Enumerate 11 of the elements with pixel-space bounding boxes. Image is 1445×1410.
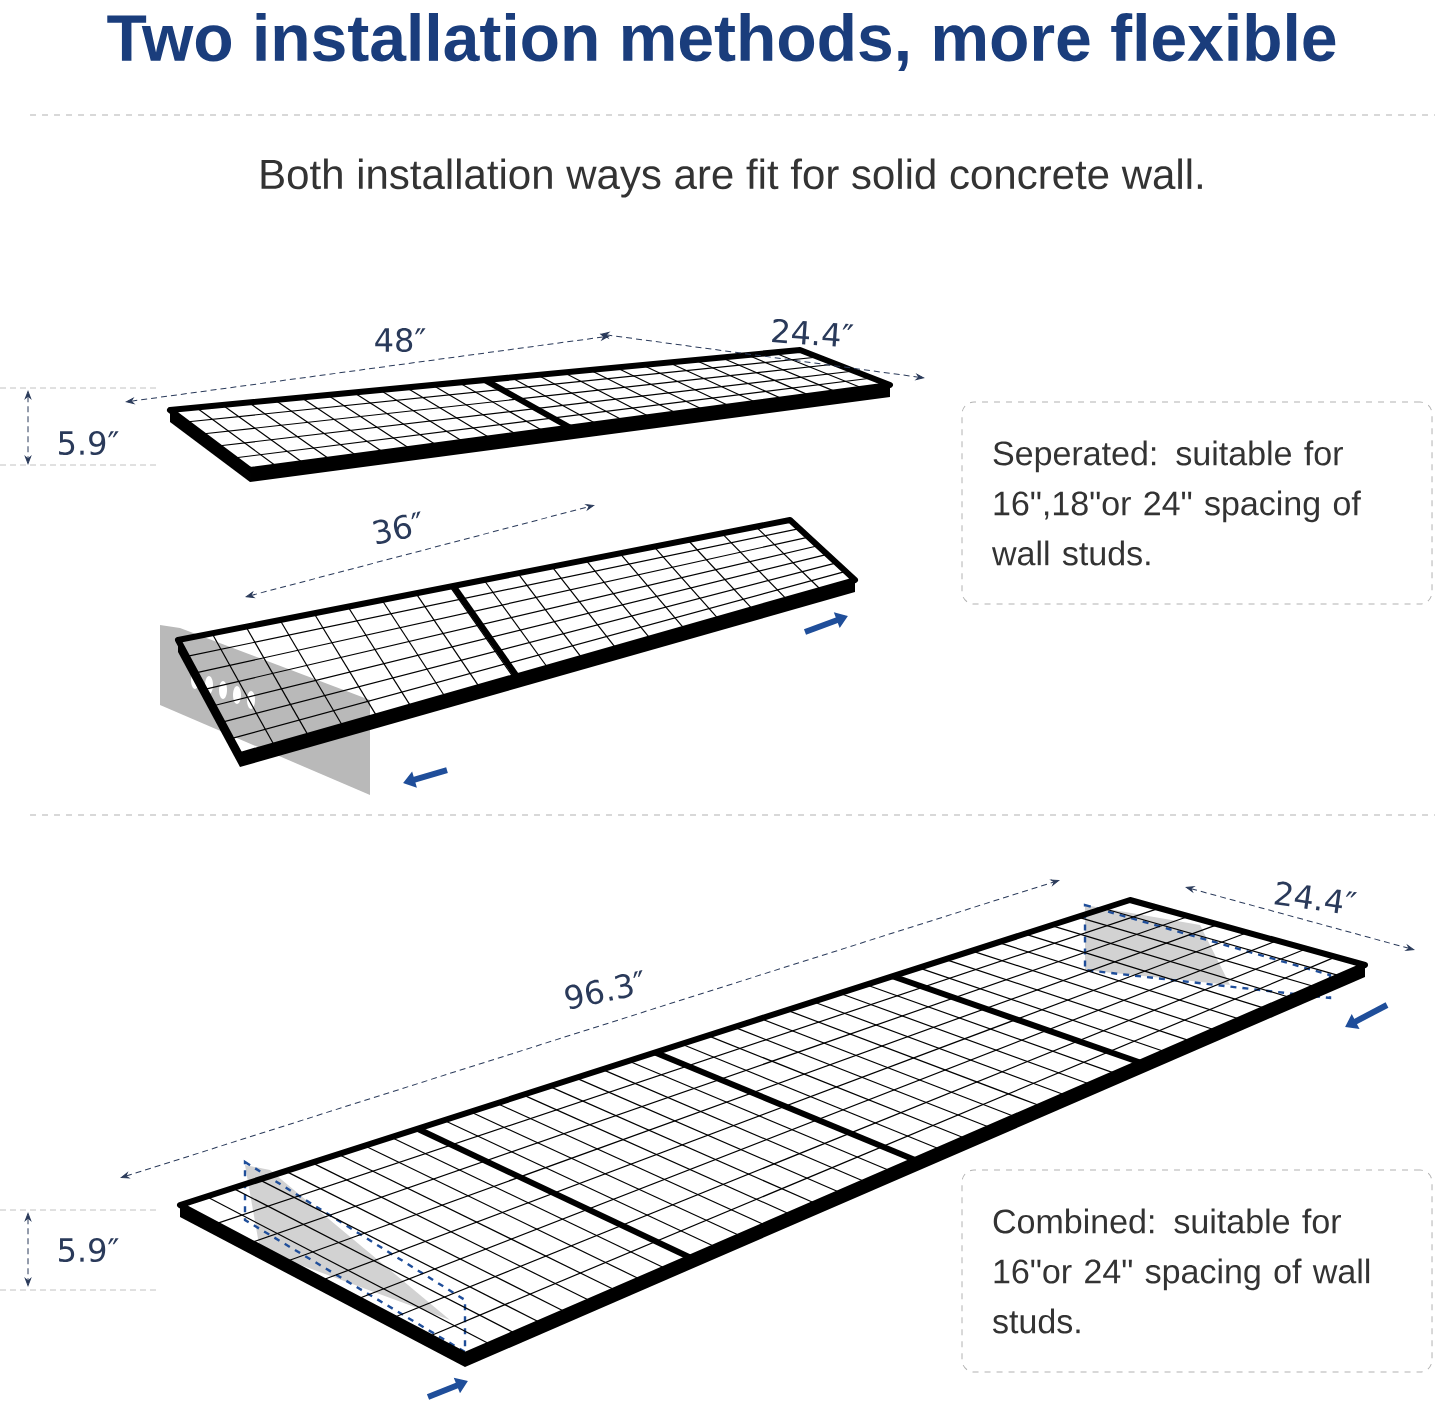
- info-box: Combined: suitable for 16"or 24" spacing of wall studs.: [961, 1169, 1433, 1373]
- dimension-label: 48″: [375, 327, 426, 353]
- dimension-label: 24.4″: [772, 318, 854, 347]
- dimension-label: 5.9″: [59, 430, 119, 456]
- title: Two installation methods, more flexible: [107, 13, 1336, 72]
- dimension-label: 24.4″: [1274, 881, 1358, 914]
- dimension-label: 96.3″: [565, 970, 643, 1010]
- info-box: Seperated: suitable for 16",18"or 24" spacing of wall studs.: [961, 401, 1433, 605]
- dimension-label: 5.9″: [59, 1237, 119, 1263]
- subtitle: Both installation ways are fit for solid concrete wall.: [261, 158, 1202, 198]
- dimension-label: 36″: [373, 511, 421, 544]
